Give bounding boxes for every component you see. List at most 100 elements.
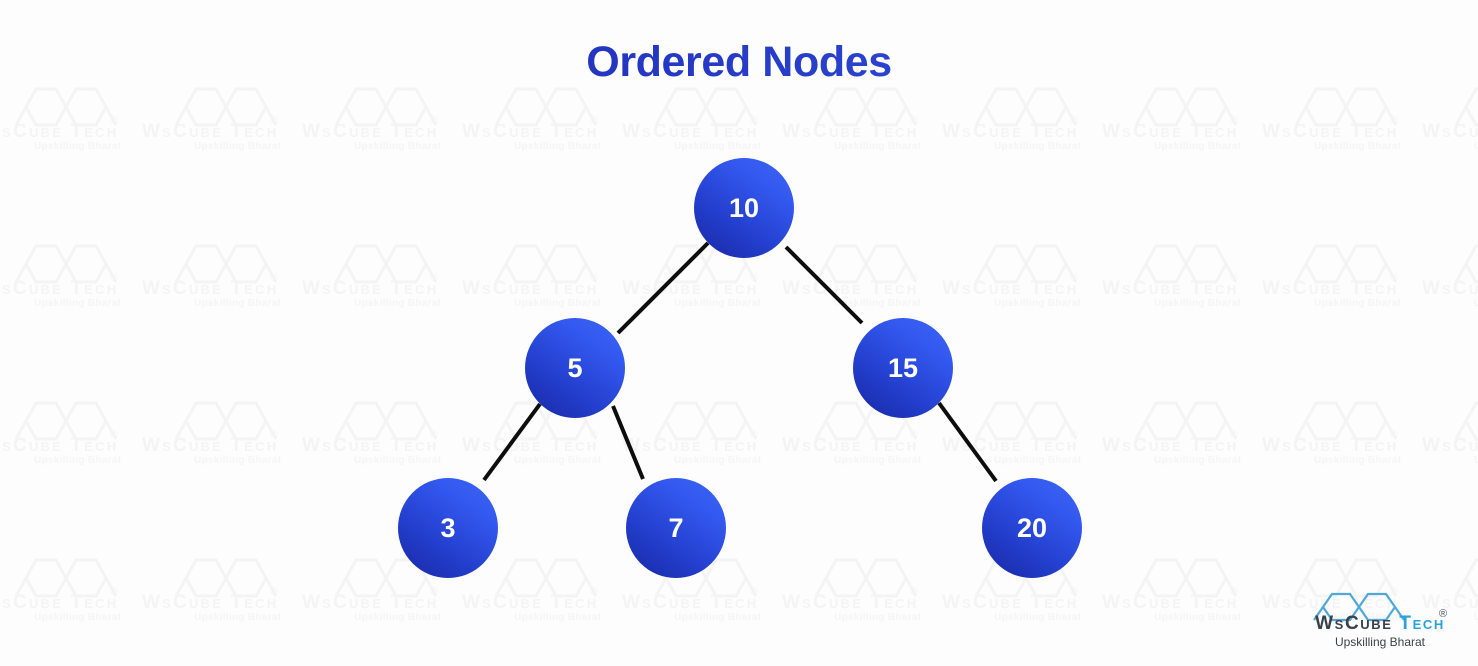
watermark-tile: WSCUBE TECH®Upskilling Bharat — [142, 0, 302, 37]
watermark-hexagon-icon — [14, 558, 118, 598]
watermark-tile: WSCUBE TECH®Upskilling Bharat — [942, 0, 1102, 37]
watermark-hexagon-icon — [494, 558, 598, 598]
watermark-wordmark: WSCUBE TECH — [302, 435, 439, 456]
watermark-hexagon-icon — [174, 244, 278, 284]
watermark-hexagon-icon — [334, 244, 438, 284]
tree-edge — [616, 241, 710, 335]
watermark-wordmark: WSCUBE TECH — [942, 435, 1079, 456]
tree-node-label: 3 — [440, 512, 456, 543]
tree-edge — [784, 245, 864, 325]
watermark-registered-mark-icon: ® — [1390, 272, 1399, 284]
watermark-hexagon-icon — [334, 401, 438, 441]
watermark-tile: WSCUBE TECH®Upskilling Bharat — [1422, 351, 1478, 508]
watermark-tile: WSCUBE TECH®Upskilling Bharat — [1102, 194, 1262, 351]
watermark-tagline: Upskilling Bharat — [194, 612, 282, 623]
watermark-registered-mark-icon: ® — [590, 429, 599, 441]
watermark-tile: WSCUBE TECH®Upskilling Bharat — [302, 0, 462, 37]
watermark-tile: WSCUBE TECH® Upskilling Bharat — [782, 508, 942, 665]
watermark-tagline: Upskilling Bharat — [194, 141, 282, 152]
watermark-wordmark: WSCUBE TECH — [1422, 435, 1478, 456]
watermark-wordmark: WSCUBE TECH — [782, 121, 919, 142]
watermark-hexagon-icon — [174, 401, 278, 441]
watermark-tagline: Upskilling Bharat — [34, 455, 122, 466]
watermark-hexagon-icon — [1454, 244, 1478, 284]
watermark-tagline: Upskilling Bharat — [1154, 612, 1242, 623]
tree-node-label: 5 — [567, 352, 583, 383]
watermark-wordmark: WSCUBE TECH — [142, 592, 279, 613]
tree-node-15[interactable]: 15 — [853, 318, 953, 418]
watermark-tagline: Upskilling Bharat — [674, 141, 762, 152]
watermark-hexagon-icon — [174, 558, 278, 598]
watermark-hexagon-icon — [334, 87, 438, 127]
watermark-hexagon-icon — [814, 244, 918, 284]
watermark-wordmark: WSCUBE TECH — [782, 592, 919, 613]
watermark-hexagon-icon — [14, 401, 118, 441]
watermark-tile: WSCUBE TECH®Upskilling Bharat — [1102, 0, 1262, 37]
brand-wordmark-dark: WSCUBE — [1315, 613, 1393, 634]
tree-node-label: 15 — [887, 352, 919, 383]
watermark-hexagon-icon — [1294, 87, 1398, 127]
watermark-hexagon-icon — [14, 87, 118, 127]
brand-logo: WSCUBE TECH ® Upskilling Bharat — [1294, 592, 1466, 649]
watermark-registered-mark-icon: ® — [1230, 115, 1239, 127]
watermark-tagline: Upskilling Bharat — [34, 141, 122, 152]
watermark-wordmark: WSCUBE TECH — [622, 121, 759, 142]
watermark-tile: WSCUBE TECH®Upskilling Bharat — [782, 0, 942, 37]
watermark-hexagon-icon — [1294, 401, 1398, 441]
watermark-tagline: Upskilling Bharat — [514, 141, 602, 152]
watermark-registered-mark-icon: ® — [110, 429, 119, 441]
watermark-registered-mark-icon: ® — [110, 586, 119, 598]
watermark-registered-mark-icon: ® — [750, 115, 759, 127]
watermark-hexagon-icon — [14, 244, 118, 284]
page-title: Ordered Nodes — [0, 38, 1478, 87]
watermark-tagline: Upskilling Bharat — [994, 141, 1082, 152]
watermark-wordmark: WSCUBE TECH — [1102, 592, 1239, 613]
tree-edge — [611, 405, 645, 480]
watermark-wordmark: WSCUBE TECH — [462, 435, 599, 456]
watermark-tagline: Upskilling Bharat — [834, 612, 922, 623]
tree-node-20[interactable]: 20 — [982, 478, 1082, 578]
watermark-wordmark: WSCUBE TECH — [782, 278, 919, 299]
watermark-tagline: Upskilling Bharat — [514, 612, 602, 623]
watermark-wordmark: WSCUBE TECH — [302, 278, 439, 299]
watermark-tagline: Upskilling Bharat — [1314, 298, 1402, 309]
watermark-tagline: Upskilling Bharat — [194, 455, 282, 466]
watermark-registered-mark-icon: ® — [1390, 115, 1399, 127]
watermark-wordmark: WSCUBE TECH — [302, 592, 439, 613]
tree-edge — [482, 402, 542, 482]
watermark-tile: WSCUBE TECH®Upskilling Bharat — [0, 508, 142, 665]
watermark-wordmark: WSCUBE TECH — [2, 435, 119, 456]
tree-node-7[interactable]: 7 — [626, 478, 726, 578]
tree-node-label: 7 — [668, 512, 684, 543]
watermark-wordmark: WSCUBE TECH — [942, 121, 1079, 142]
watermark-registered-mark-icon: ® — [910, 586, 919, 598]
watermark-tagline: Upskilling Bharat — [1474, 612, 1478, 623]
watermark-tagline: Upskilling Bharat — [514, 455, 602, 466]
watermark-tile: WSCUBE TECH® Upskilling Bharat — [0, 351, 142, 508]
watermark-tile: WSCUBE TECH®Upskilling Bharat — [1102, 351, 1262, 508]
watermark-tagline: Upskilling Bharat — [1154, 141, 1242, 152]
watermark-wordmark: WSCUBE TECH — [142, 435, 279, 456]
watermark-registered-mark-icon: ® — [1390, 429, 1399, 441]
watermark-tagline: Upskilling Bharat — [674, 455, 762, 466]
watermark-wordmark: WSCUBE TECH — [2, 121, 119, 142]
watermark-registered-mark-icon: ® — [270, 429, 279, 441]
tree-node-10[interactable]: 10 — [694, 158, 794, 258]
watermark-registered-mark-icon: ® — [590, 272, 599, 284]
watermark-tile: WSCUBE TECH®Upskilling Bharat — [142, 194, 302, 351]
tree-node-5[interactable]: 5 — [525, 318, 625, 418]
watermark-tagline: Upskilling Bharat — [34, 298, 122, 309]
watermark-tagline: Upskilling Bharat — [354, 298, 442, 309]
watermark-tagline: Upskilling Bharat — [194, 298, 282, 309]
watermark-hexagon-icon — [494, 87, 598, 127]
watermark-hexagon-icon — [494, 244, 598, 284]
tree-node-3[interactable]: 3 — [398, 478, 498, 578]
watermark-tagline: Upskilling Bharat — [1474, 298, 1478, 309]
watermark-wordmark: WSCUBE TECH — [942, 278, 1079, 299]
watermark-tagline: Upskilling Bharat — [1474, 455, 1478, 466]
watermark-tagline: Upskilling Bharat — [674, 298, 762, 309]
watermark-wordmark: WSCUBE TECH — [1262, 121, 1399, 142]
watermark-wordmark: WSCUBE TECH — [462, 592, 599, 613]
